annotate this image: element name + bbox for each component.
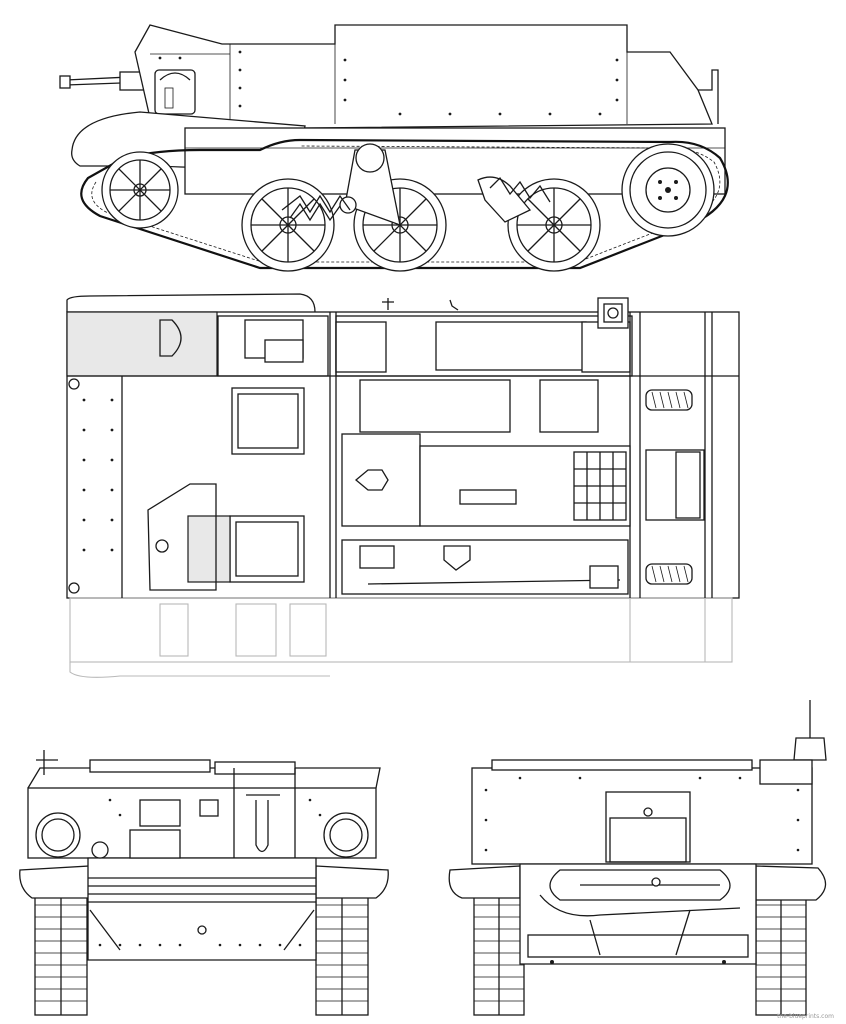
side-hull-upper xyxy=(134,24,713,129)
front-grille xyxy=(88,877,316,903)
side-suspension xyxy=(281,143,551,227)
front-rivets xyxy=(98,798,322,947)
top-rear-pads xyxy=(645,389,693,585)
rear-track-left xyxy=(473,894,525,1016)
top-grille xyxy=(573,451,627,521)
rear-rivets xyxy=(484,776,800,964)
top-view xyxy=(66,293,740,678)
side-idler-wheel xyxy=(101,151,179,229)
top-driver-seat xyxy=(187,387,305,583)
rear-tools xyxy=(539,869,741,956)
top-rivets-left xyxy=(82,398,114,552)
front-track-right xyxy=(315,894,369,1016)
rear-view xyxy=(448,700,827,1016)
side-rivets xyxy=(158,50,619,116)
side-view xyxy=(59,24,729,272)
side-track xyxy=(80,138,729,270)
watermark: the-blueprints.com xyxy=(777,1013,834,1020)
front-hull xyxy=(27,787,377,859)
top-ghost-lower xyxy=(69,597,733,678)
rear-track-right xyxy=(755,894,807,1016)
front-track-left xyxy=(34,894,88,1016)
side-road-wheel-1 xyxy=(241,178,335,272)
side-drive-sprocket xyxy=(621,143,715,237)
front-view xyxy=(19,750,389,1016)
rear-door xyxy=(605,791,691,863)
front-headlights xyxy=(35,812,369,858)
side-road-wheel-3 xyxy=(507,178,601,272)
